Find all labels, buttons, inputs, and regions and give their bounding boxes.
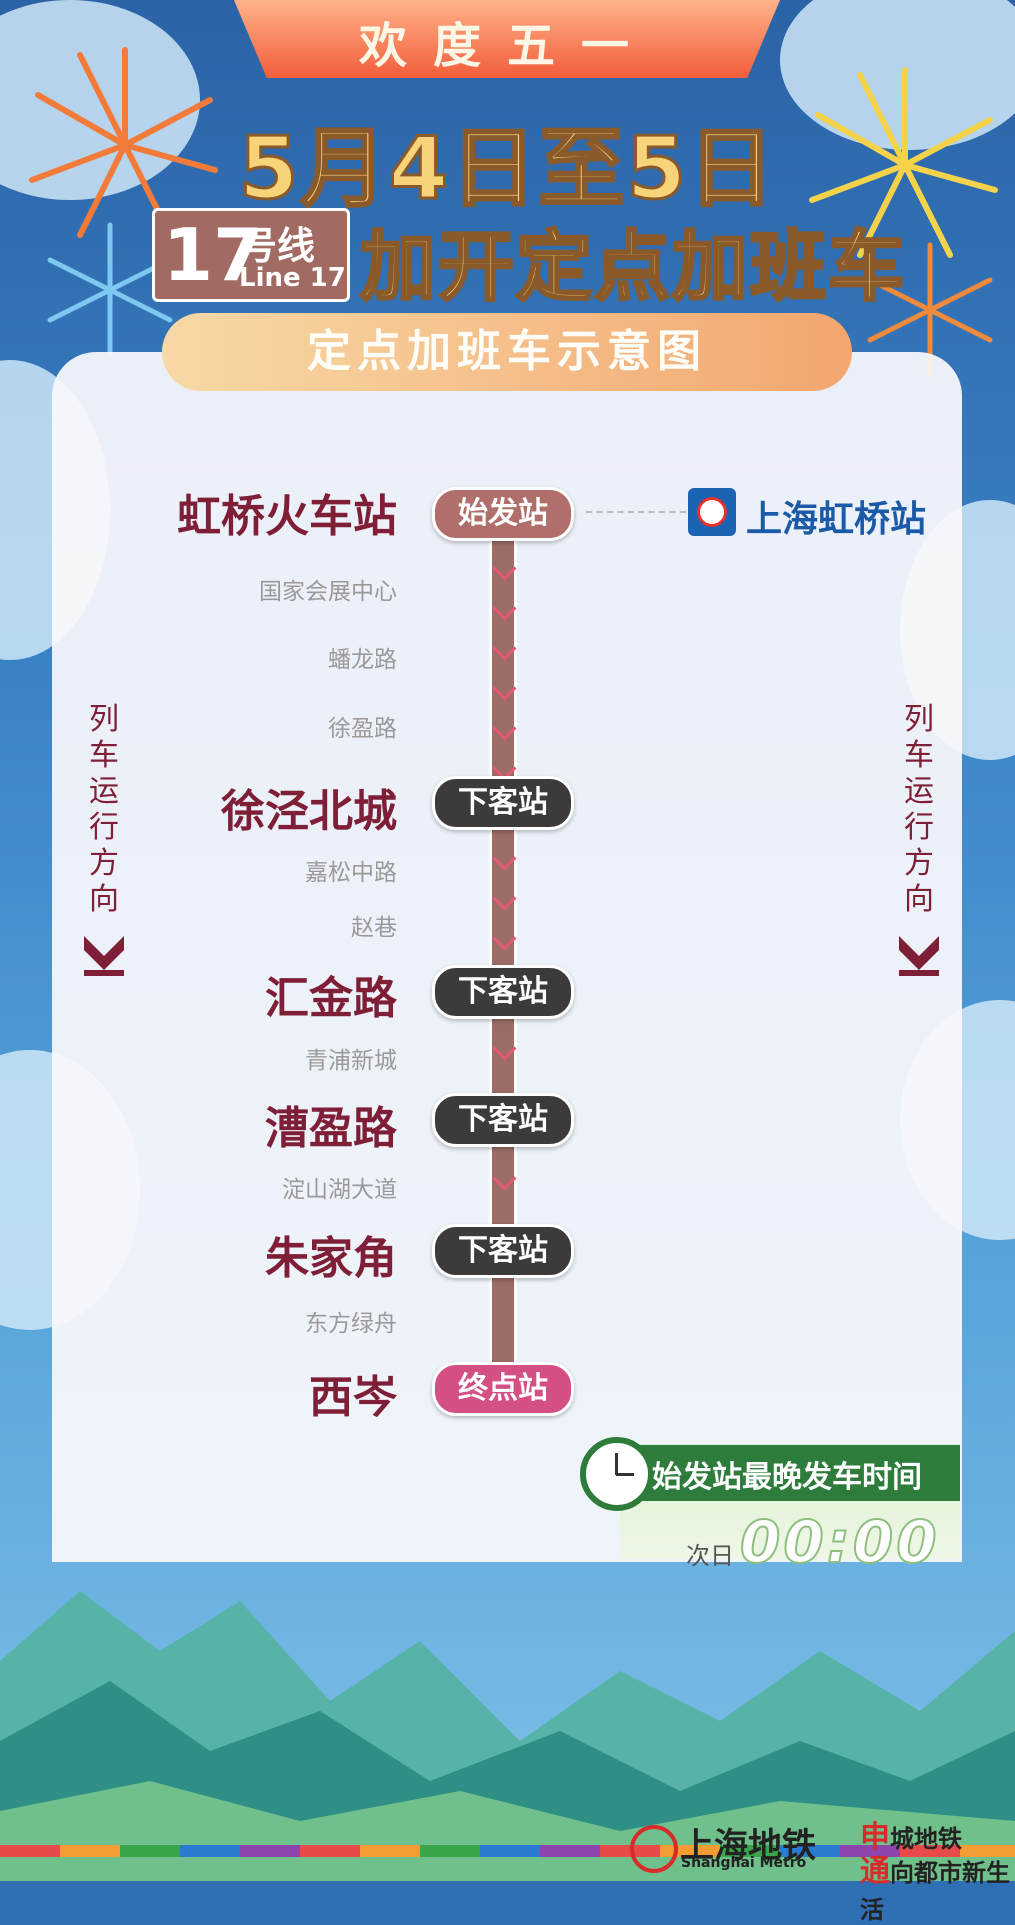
terminal-tag: 终点站 <box>432 1362 574 1416</box>
slogan-line-2: 通向都市新生活 <box>860 1846 1015 1925</box>
station-zhujiajiao: 朱家角 <box>265 1233 397 1284</box>
line-number: 17 <box>163 213 264 297</box>
alight-tag: 下客站 <box>432 776 574 830</box>
station-xicen: 西岑 <box>309 1372 397 1423</box>
direction-label-right: 列 车 运 行 方 向 <box>899 702 939 918</box>
color-stripe <box>0 1845 1015 1857</box>
line-english: Line 17 <box>239 263 346 293</box>
transfer-station: 上海虹桥站 <box>746 499 927 540</box>
direction-char: 列 <box>904 702 934 737</box>
slogan-red-char: 申 <box>860 1820 890 1855</box>
station-hongqiao: 虹桥火车站 <box>177 491 397 542</box>
clock-icon <box>580 1437 654 1511</box>
line-suffix: 号线 <box>239 224 316 268</box>
down-arrow-icon <box>899 936 939 976</box>
direction-char: 运 <box>904 774 934 809</box>
banner-text: 欢度五一 <box>358 18 655 74</box>
next-day-label: 次日 <box>686 1542 734 1570</box>
headline-date: 5月4日至5日 <box>237 118 777 221</box>
slogan-red-char: 通 <box>860 1854 890 1889</box>
holiday-banner: 欢度五一 <box>234 0 780 78</box>
down-arrow-icon <box>84 936 124 976</box>
direction-char: 行 <box>89 810 119 845</box>
station-minor: 国家会展中心 <box>259 579 397 605</box>
slogan-text: 城地铁 <box>890 1824 962 1853</box>
station-minor: 青浦新城 <box>305 1048 397 1074</box>
diagram-title: 定点加班车示意图 <box>307 326 707 377</box>
direction-char: 运 <box>89 774 119 809</box>
station-xujing: 徐泾北城 <box>221 786 397 837</box>
station-minor: 嘉松中路 <box>305 860 397 886</box>
direction-char: 行 <box>904 810 934 845</box>
direction-label-left: 列 车 运 行 方 向 <box>84 702 124 918</box>
last-train-time: 00:00 <box>739 1507 940 1577</box>
station-minor: 蟠龙路 <box>328 647 397 673</box>
direction-char: 列 <box>89 702 119 737</box>
last-train-label: 始发站最晚发车时间 <box>652 1460 922 1495</box>
direction-char: 向 <box>89 882 119 917</box>
diagram-title-pill: 定点加班车示意图 <box>162 313 852 391</box>
direction-char: 车 <box>904 738 934 773</box>
direction-char: 方 <box>89 846 119 881</box>
alight-tag: 下客站 <box>432 965 574 1019</box>
station-minor: 赵巷 <box>351 915 397 941</box>
railway-icon <box>688 488 736 536</box>
transfer-link <box>586 511 686 513</box>
alight-tag: 下客站 <box>432 1093 574 1147</box>
direction-char: 车 <box>89 738 119 773</box>
metro-name-en: Shanghai Metro <box>681 1855 807 1871</box>
station-minor: 淀山湖大道 <box>282 1177 397 1203</box>
last-train-bar <box>600 1445 960 1501</box>
headline-extra: 加开定点加班车 <box>359 221 906 313</box>
origin-tag: 始发站 <box>432 487 574 541</box>
direction-char: 向 <box>904 882 934 917</box>
station-caoying: 漕盈路 <box>265 1103 397 1154</box>
firework-icon <box>809 67 998 258</box>
metro-logo-icon <box>630 1825 678 1873</box>
line-badge: 17 号线 Line 17 <box>152 208 350 302</box>
station-minor: 徐盈路 <box>328 716 397 742</box>
station-huijin: 汇金路 <box>265 973 397 1024</box>
alight-tag: 下客站 <box>432 1224 574 1278</box>
slogan-line-1: 申城地铁 <box>860 1812 962 1856</box>
metro-name: 上海地铁 <box>680 1826 816 1866</box>
station-minor: 东方绿舟 <box>305 1311 397 1337</box>
direction-char: 方 <box>904 846 934 881</box>
